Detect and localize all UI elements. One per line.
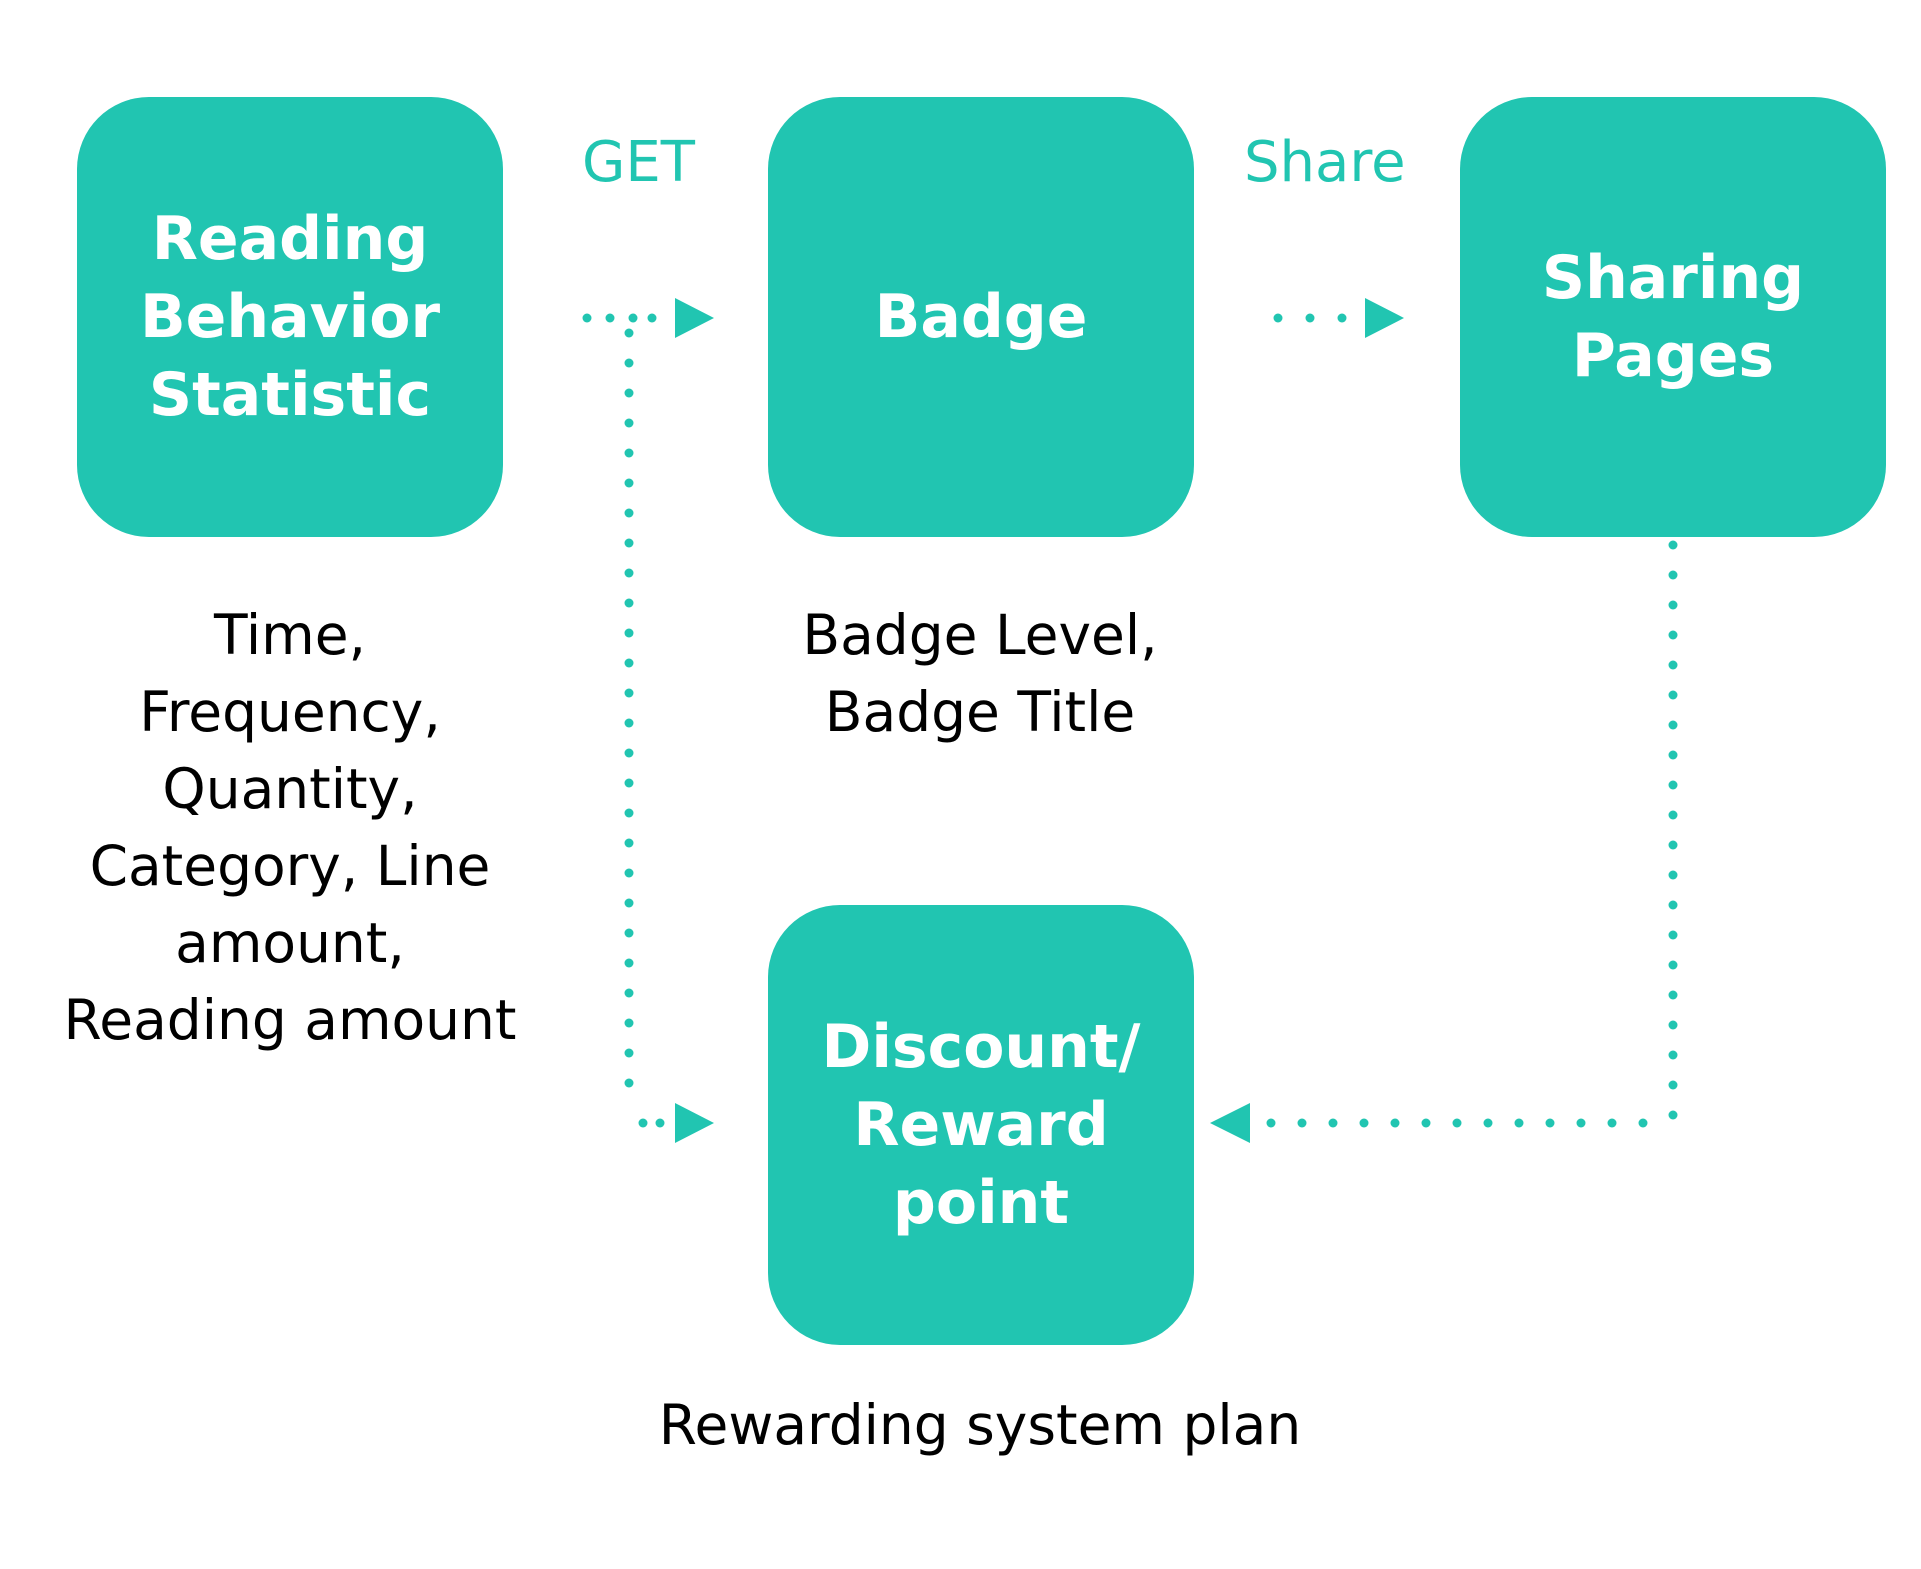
- node-label: Reading Behavior Statistic: [139, 204, 441, 430]
- node-label: Sharing Pages: [1541, 243, 1805, 391]
- edge-label-get: GET: [582, 130, 695, 195]
- arrowhead-right-icon: [1365, 298, 1404, 338]
- edge-share-connector: [1273, 298, 1404, 338]
- node-reading-behavior-statistic: Reading Behavior Statistic: [77, 97, 503, 537]
- node-discount-reward-point: Discount/ Reward point: [768, 905, 1194, 1345]
- diagram-caption: Rewarding system plan: [658, 1393, 1302, 1457]
- badge-attributes-note: Badge Level, Badge Title: [802, 603, 1158, 744]
- node-label: Discount/ Reward point: [821, 1012, 1141, 1238]
- node-label: Badge: [874, 282, 1088, 352]
- arrowhead-right-icon: [675, 298, 714, 338]
- node-badge: Badge: [768, 97, 1194, 537]
- arrowhead-right-icon: [675, 1103, 714, 1143]
- edge-label-share: Share: [1244, 130, 1406, 195]
- reading-attributes-note: Time, Frequency, Quantity, Category, Lin…: [63, 603, 517, 1052]
- edge-get-connector: [582, 298, 714, 338]
- edge-sharing-to-discount-connector: [1210, 540, 1678, 1143]
- edge-reading-to-discount-connector: [624, 328, 714, 1143]
- node-sharing-pages: Sharing Pages: [1460, 97, 1886, 537]
- arrowhead-left-icon: [1210, 1103, 1250, 1143]
